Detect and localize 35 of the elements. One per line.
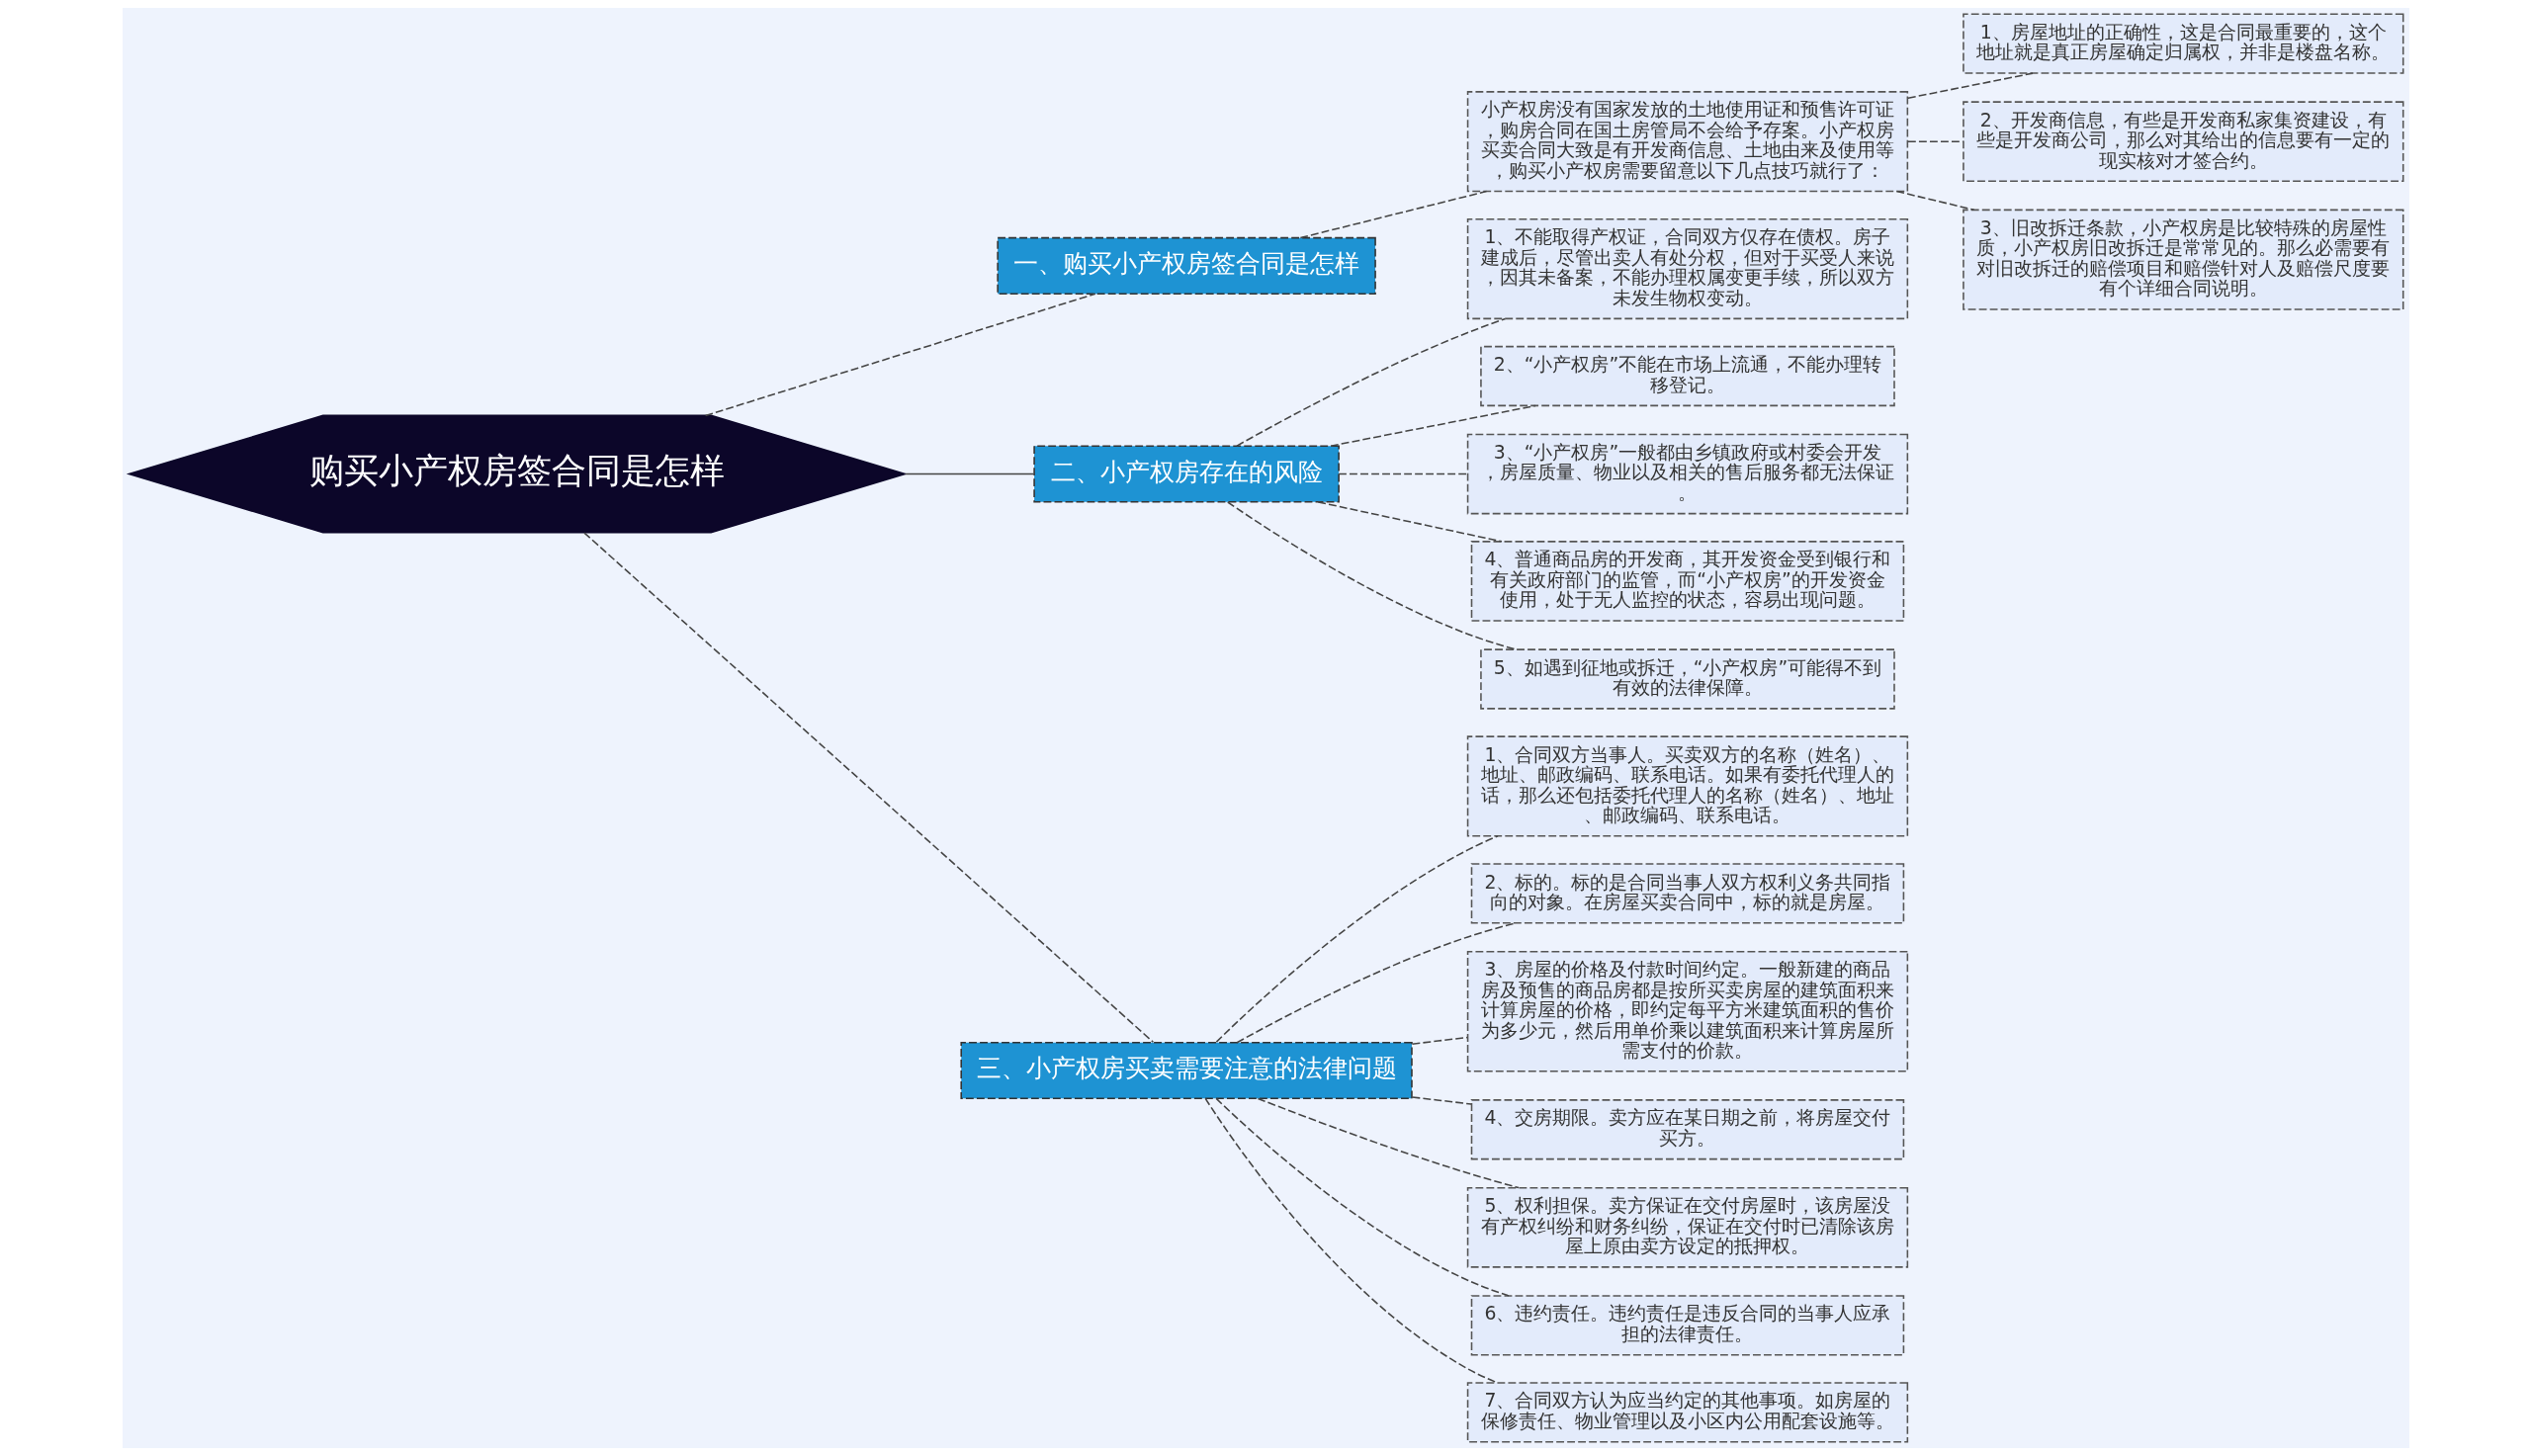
connector	[1226, 501, 1517, 650]
node-box: 4、交房期限。卖方应在某日期之前，将房屋交付买方。	[1470, 1099, 1904, 1160]
connector	[1329, 404, 1536, 447]
connector	[1411, 1036, 1468, 1045]
connector	[1215, 835, 1499, 1043]
connector	[1337, 472, 1468, 475]
node-box: 3、房屋的价格及付款时间约定。一般新建的商品房及预售的商品房都是按所买卖房屋的建筑面积来计算房屋的价格，即约定每平方米建筑面积的售价为多少元，然后用单价乘以建筑面积来计算房屋所需支付的价款。	[1466, 951, 1908, 1072]
node-box: 6、违约责任。违约责任是违反合同的当事人应承担的法律责任。	[1470, 1295, 1904, 1356]
connector	[1257, 1097, 1520, 1189]
node-box: 5、如遇到征地或拆迁，“小产权房”可能得不到有效的法律保障。	[1479, 648, 1895, 710]
node-box: 2、标的。标的是合同当事人双方权利义务共同指向的对象。在房屋买卖合同中，标的就是房屋。	[1470, 863, 1904, 924]
node-box: 3、“小产权房”一般都由乡镇政府或村委会开发，房屋质量、物业以及相关的售后服务都无法保证。	[1466, 433, 1908, 515]
node-box: 一、购买小产权房签合同是怎样	[996, 236, 1376, 295]
node-box: 3、旧改拆迁条款，小产权房是比较特殊的房屋性质，小产权房旧改拆迁是常常见的。那么必需要有对旧改拆迁的赔偿项目和赔偿针对人及赔偿尺度要有个详细合同说明。	[1962, 209, 2403, 310]
connector	[704, 293, 1096, 417]
node-box: 小产权房没有国家发放的土地使用证和预售许可证，购房合同在国土房管局不会给予存案。小产权房买卖合同大致是有开发商信息、土地由来及使用等，购买小产权房需要留意以下几点技巧就行了：	[1466, 91, 1908, 193]
node-box: 5、权利担保。卖方保证在交付房屋时，该房屋没有产权纠纷和财务纠纷，保证在交付时已清除该房屋上原由卖方设定的抵押权。	[1466, 1186, 1908, 1268]
connector	[1411, 1096, 1472, 1105]
connector	[904, 472, 1034, 475]
node-box: 1、不能取得产权证，合同双方仅存在债权。房子建成后，尽管出卖人有处分权，但对于买受人来说，因其未备案，不能办理权属变更手续，所以双方未发生物权变动。	[1466, 218, 1908, 320]
node-box: 4、普通商品房的开发商，其开发资金受到银行和有关政府部门的监管，而“小产权房”的开发资金使用，处于无人监控的状态，容易出现问题。	[1470, 541, 1904, 622]
node-box: 1、合同双方当事人。买卖双方的名称（姓名）、地址、邮政编码、联系电话。如果有委托代理人的话，那么还包括委托代理人的名称（姓名）、地址、邮政编码、联系电话。	[1466, 735, 1908, 837]
connector	[1906, 140, 1964, 142]
connector	[1235, 922, 1517, 1044]
connector	[1895, 190, 1975, 212]
node-box: 二、小产权房存在的风险	[1032, 445, 1340, 503]
node-box: 2、开发商信息，有些是开发商私家集资建设，有些是开发商公司，那么对其给出的信息要有一定的现实核对才签合约。	[1962, 101, 2403, 183]
connector	[1203, 1097, 1498, 1384]
connector	[1317, 501, 1503, 543]
connector	[582, 532, 1154, 1043]
connector	[1299, 190, 1487, 239]
node-box: 三、小产权房买卖需要注意的法律问题	[959, 1041, 1413, 1100]
node-box: 2、“小产权房”不能在市场上流通，不能办理转移登记。	[1479, 345, 1895, 407]
node-box: 1、房屋地址的正确性，这是合同最重要的，这个地址就是真正房屋确定归属权，并非是楼盘名称。	[1962, 13, 2403, 74]
node-box: 7、合同双方认为应当约定的其他事项。如房屋的保修责任、物业管理以及小区内公用配套设施等。	[1466, 1382, 1908, 1443]
